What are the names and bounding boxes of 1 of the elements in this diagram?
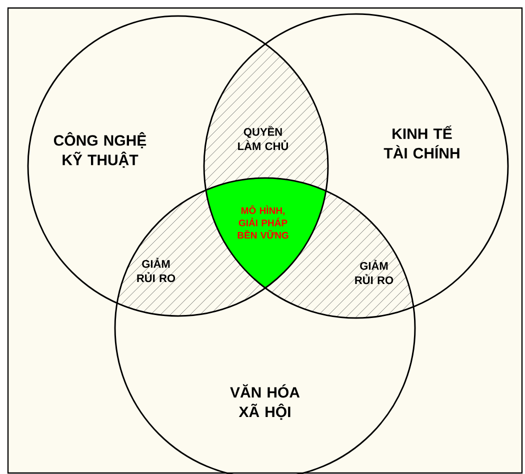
highlighted-region: MÔ HÌNH, GIẢI PHÁP BỀN VỮNG — [206, 178, 326, 288]
